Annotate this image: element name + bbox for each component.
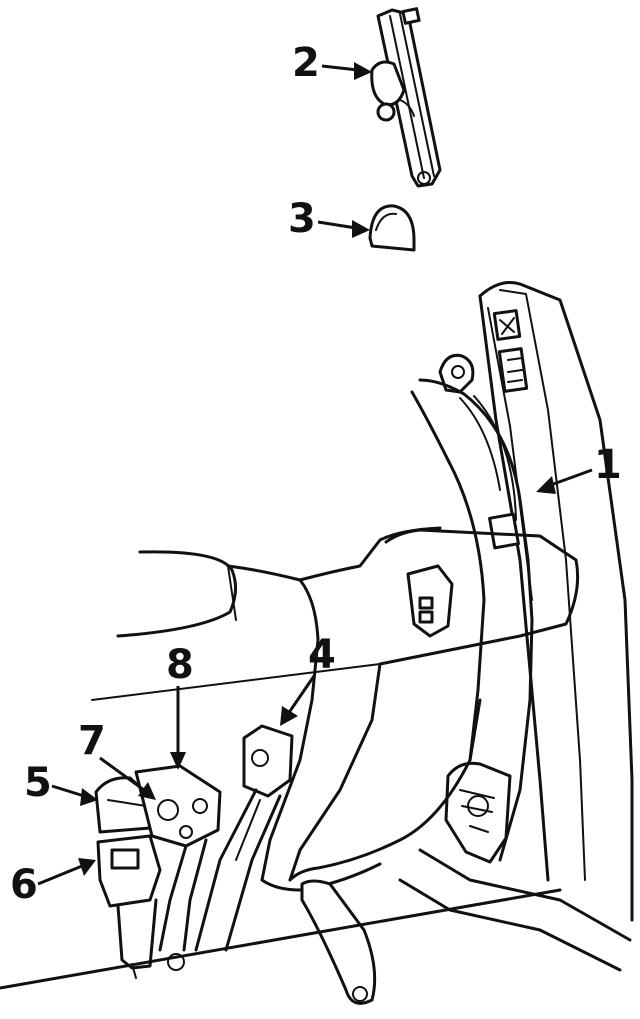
arrowhead-3 [352, 220, 370, 238]
arrowhead-2 [354, 62, 372, 80]
callout-6: 6 [10, 862, 38, 908]
arrowhead-6 [78, 858, 96, 876]
callout-7: 7 [78, 718, 106, 764]
arrowhead-8 [170, 752, 186, 770]
part-cap [368, 204, 416, 252]
seat-back [91, 526, 580, 882]
callouts: 1 2 3 4 5 6 7 8 [10, 40, 622, 908]
arrowhead-7 [138, 782, 156, 800]
callout-2: 2 [292, 40, 320, 86]
arrowhead-1 [536, 476, 556, 494]
part-shoulder-belt [410, 353, 534, 864]
lap-belt [260, 698, 482, 1005]
part-height-adjuster [370, 7, 442, 188]
callout-3: 3 [288, 196, 316, 242]
leader-4 [286, 675, 316, 715]
callout-1: 1 [594, 442, 622, 488]
callout-5: 5 [24, 760, 52, 806]
leader-2 [321, 64, 359, 72]
leader-1 [547, 468, 593, 488]
leader-6 [37, 864, 83, 886]
callout-8: 8 [166, 642, 194, 688]
floor-line [0, 888, 562, 990]
part-center-buckle [194, 724, 294, 952]
part-buckle-assembly [94, 764, 222, 979]
callout-4: 4 [308, 632, 336, 678]
leader-3 [317, 220, 357, 230]
arrowhead-5 [80, 788, 98, 806]
leader-5 [51, 784, 85, 798]
leader-7 [99, 756, 145, 792]
arrowhead-4 [280, 706, 298, 726]
